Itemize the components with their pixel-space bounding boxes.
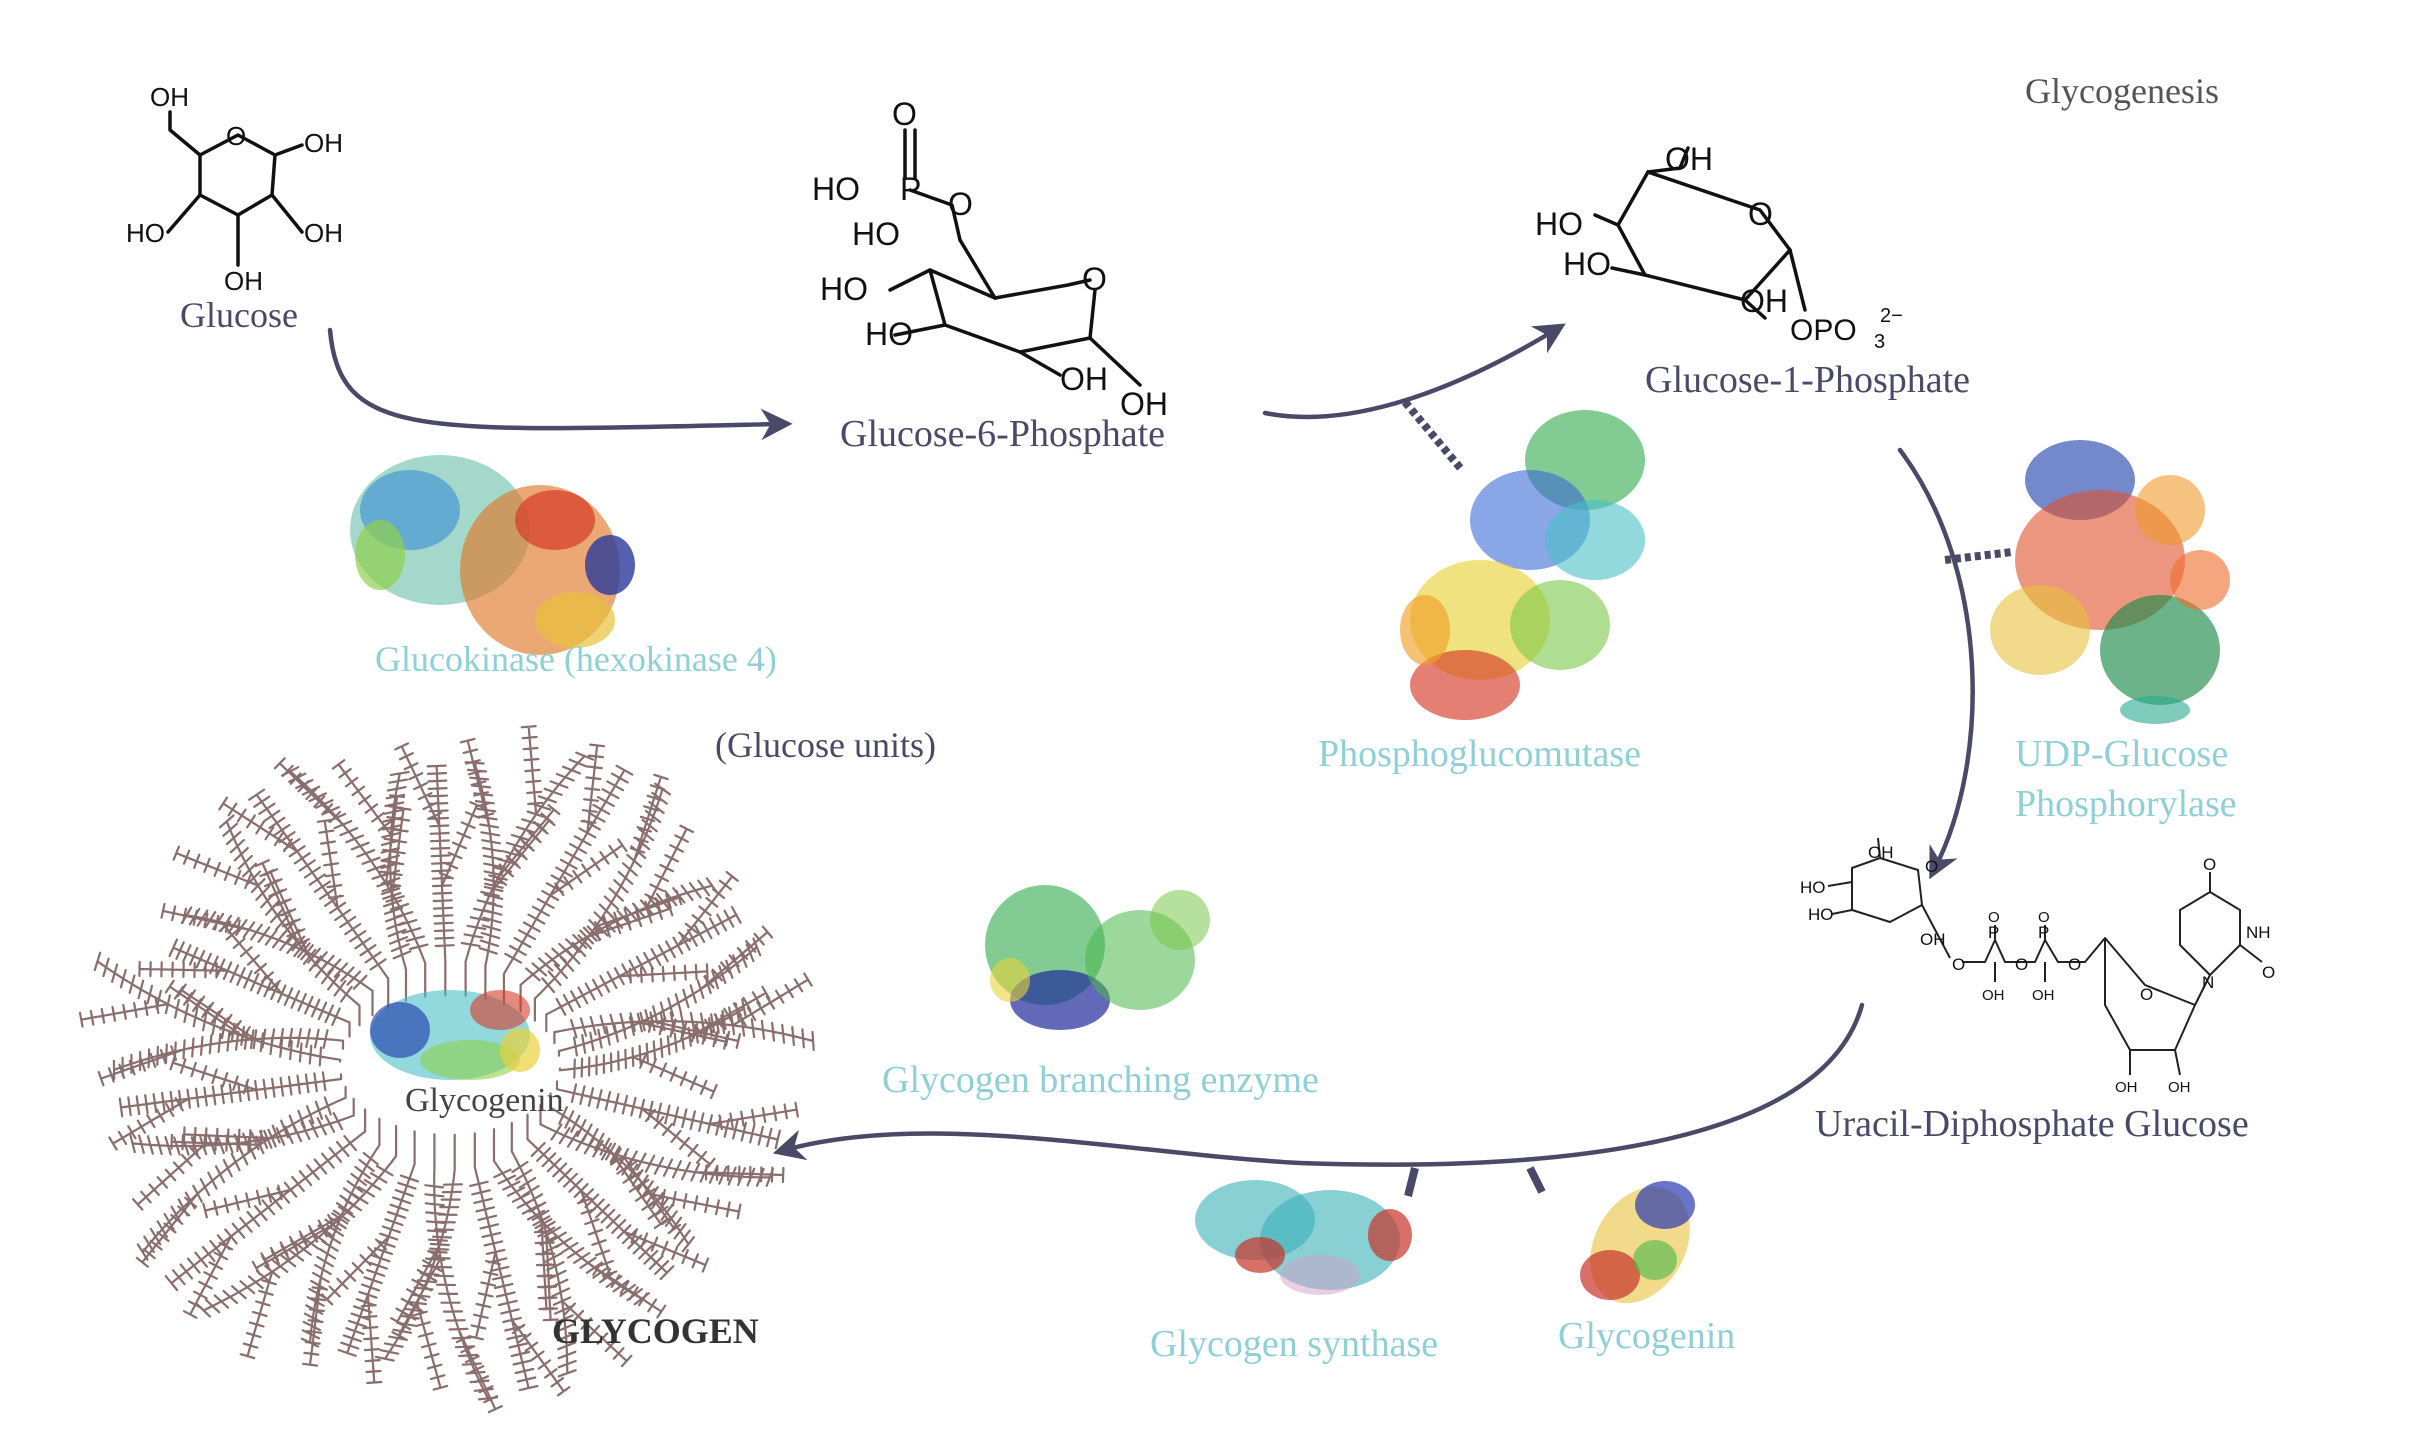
udpg-p2-o: O [2038, 909, 2050, 926]
glycogen-branches [78, 725, 815, 1414]
udp-glucose-phosphorylase-label-1: UDP-Glucose [2015, 733, 2229, 775]
glucose-oh-1: OH [150, 82, 189, 112]
g1p-ring-o: O [1748, 196, 1773, 232]
glycogenin-protein [1580, 1181, 1695, 1304]
udp-glucose-phosphorylase-connector [1944, 548, 2013, 564]
g6p-ester-o: O [948, 186, 973, 222]
glycogenin-core-label: Glycogenin [405, 1082, 564, 1119]
udpg-uracil-o2: O [2262, 963, 2275, 982]
udp-glucose-label: Uracil-Diphosphate Glucose [1815, 1103, 2249, 1145]
glucose-oh-2: OH [304, 128, 343, 158]
udpg-uracil-o1: O [2203, 855, 2216, 874]
udpg-ribose-o: O [2140, 985, 2153, 1004]
glucose-ho-4: HO [126, 218, 165, 248]
udpg-ribose-oh-2: OH [2168, 1079, 2191, 1096]
g1p-oh-1: OH [1665, 141, 1713, 177]
glycogenin-label: Glycogenin [1558, 1315, 1736, 1357]
udpg-ribose-oh-1: OH [2115, 1079, 2138, 1096]
phosphoglucomutase-protein [1400, 410, 1645, 720]
g6p-ring-o: O [1082, 261, 1107, 297]
udpg-p2: P [2038, 923, 2049, 942]
g1p-opo3-sub: 3 [1874, 331, 1885, 353]
g1p-opo3: OPO [1790, 314, 1857, 347]
glucose-1-phosphate-label: Glucose-1-Phosphate [1645, 359, 1971, 401]
glycogen-particle [78, 725, 815, 1414]
glucose-units-label: (Glucose units) [715, 725, 936, 765]
glycogen-synthase-label: Glycogen synthase [1150, 1323, 1439, 1365]
glucokinase-label: Glucokinase (hexokinase 4) [375, 639, 777, 679]
udpg-uracil-n: N [2202, 973, 2214, 992]
udpg-ho-2: HO [1808, 905, 1834, 924]
udp-glucose-phosphorylase-label-2: Phosphorylase [2015, 783, 2237, 825]
g6p-p: P [900, 171, 921, 207]
g1p-ho-1: HO [1535, 206, 1583, 242]
glucose-label: Glucose [180, 295, 298, 335]
g6p-oh-5: OH [1060, 361, 1108, 397]
phosphoglucomutase-label: Phosphoglucomutase [1318, 733, 1641, 775]
phosphoglucomutase-connector [1401, 399, 1466, 473]
udpg-bridge-o3: O [2068, 955, 2081, 974]
arrow-g6p-to-g1p [1262, 323, 1566, 420]
glucose-structure: OH O OH OH HO OH [126, 82, 343, 296]
g6p-oh-6: OH [1120, 386, 1168, 422]
glycogenin-core-protein [370, 990, 540, 1080]
g6p-ho-1: HO [812, 171, 860, 207]
glycogen-branching-enzyme-protein [985, 885, 1210, 1030]
udpg-oh-1: OH [1868, 843, 1894, 862]
udpg-ring-o: O [1925, 857, 1938, 876]
arrow-glucose-to-g6p [327, 327, 793, 441]
g6p-ho-3: HO [820, 271, 868, 307]
g6p-phosphoryl-o: O [892, 96, 917, 132]
glucose-6-phosphate-structure: O P HO HO O O HO HO OH OH [812, 96, 1168, 422]
udpg-bridge-o2: O [2015, 955, 2028, 974]
udp-glucose-structure: OH HO O HO OH O P O OH O P O OH O O OH O… [1800, 837, 2275, 1096]
udpg-p1-o: O [1988, 909, 2000, 926]
glucose-6-phosphate-label: Glucose-6-Phosphate [840, 413, 1166, 455]
arrow-g1p-to-udpg [1897, 447, 1975, 880]
glycogen-synthase-protein [1195, 1180, 1412, 1295]
arrow-udpg-to-glycogen [772, 1002, 1865, 1167]
udpg-uracil-nh: NH [2246, 923, 2271, 942]
glucose-oh-5: OH [224, 266, 263, 296]
g1p-ho-2: HO [1563, 246, 1611, 282]
glucose-ring-o: O [226, 121, 246, 151]
g1p-oh-2: OH [1740, 283, 1788, 319]
udpg-p1: P [1988, 923, 1999, 942]
udpg-ho-1: HO [1800, 878, 1826, 897]
glucose-oh-3: OH [304, 218, 343, 248]
glucokinase-protein [350, 455, 635, 655]
g6p-ho-4: HO [865, 316, 913, 352]
glycogen-synthase-connector [1404, 1167, 1419, 1197]
glycogen-label: GLYCOGEN [552, 1311, 759, 1351]
udpg-bridge-o1: O [1952, 955, 1965, 974]
udpg-p1-oh: OH [1982, 987, 2005, 1004]
udp-glucose-phosphorylase-protein [1990, 440, 2230, 724]
glycogenin-connector [1526, 1166, 1546, 1194]
glycogen-branching-enzyme-label: Glycogen branching enzyme [882, 1059, 1319, 1101]
g6p-ho-2: HO [852, 216, 900, 252]
udpg-p2-oh: OH [2032, 987, 2055, 1004]
glucose-1-phosphate-structure: OH HO O HO OH OPO 3 2− [1535, 141, 1903, 353]
diagram-title: Glycogenesis [2025, 71, 2219, 111]
udpg-oh-2: OH [1920, 930, 1946, 949]
g1p-opo3-sup: 2− [1880, 305, 1903, 327]
